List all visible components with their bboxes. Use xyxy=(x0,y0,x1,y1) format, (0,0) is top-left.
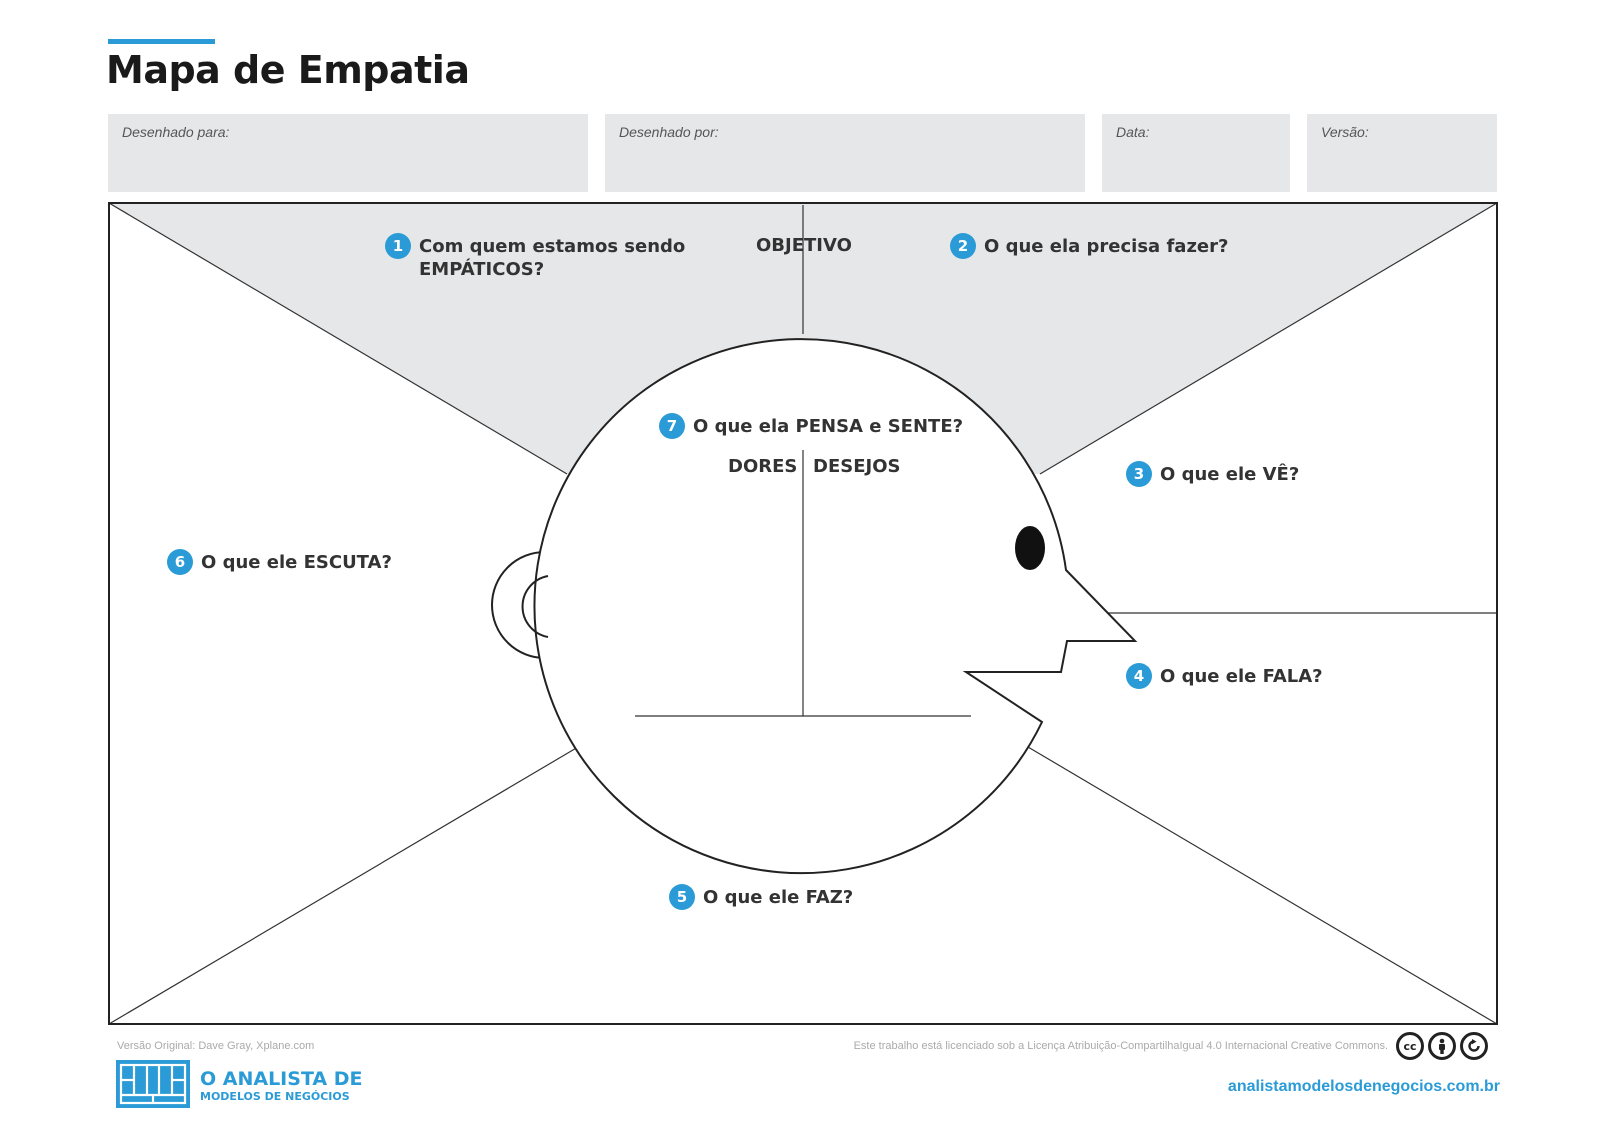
question-3-text: O que ele VÊ? xyxy=(1160,464,1300,485)
question-1: 1 Com quem estamos sendo EMPÁTICOS? xyxy=(385,233,686,281)
website-link[interactable]: analistamodelosdenegocios.com.br xyxy=(1227,1078,1500,1095)
page-title: Mapa de Empatia xyxy=(106,48,470,92)
badge-6: 6 xyxy=(167,549,193,575)
version-label: Versão: xyxy=(1321,124,1369,140)
desires-label: DESEJOS xyxy=(813,456,901,477)
cc-icon[interactable]: cc xyxy=(1396,1032,1424,1060)
question-4: 4 O que ele FALA? xyxy=(1126,663,1323,689)
question-2-text: O que ela precisa fazer? xyxy=(984,236,1229,257)
question-7-text: O que ela PENSA e SENTE? xyxy=(693,416,964,437)
diagonal-bottom-left xyxy=(108,746,579,1025)
question-1-line1: Com quem estamos sendo xyxy=(419,236,686,257)
badge-2: 2 xyxy=(950,233,976,259)
question-7: 7 O que ela PENSA e SENTE? xyxy=(659,413,964,439)
question-1-line2: EMPÁTICOS? xyxy=(419,259,545,280)
diagonal-top-right xyxy=(1039,202,1498,475)
head-outline xyxy=(533,338,1138,875)
question-2: 2 O que ela precisa fazer? xyxy=(950,233,1229,259)
diagonal-top-left xyxy=(108,202,568,475)
question-5: 5 O que ele FAZ? xyxy=(669,884,854,910)
designed-by-field[interactable]: Desenhado por: xyxy=(605,114,1085,192)
by-icon[interactable] xyxy=(1428,1032,1456,1060)
designed-by-label: Desenhado por: xyxy=(619,124,719,140)
badge-7: 7 xyxy=(659,413,685,439)
date-label: Data: xyxy=(1116,124,1150,140)
question-5-text: O que ele FAZ? xyxy=(703,887,854,908)
brand-logo-icon xyxy=(116,1060,190,1108)
brand-line1: O ANALISTA DE xyxy=(200,1068,363,1090)
map-frame xyxy=(108,202,1498,1025)
brand-name: O ANALISTA DE MODELOS DE NEGÓCIOS xyxy=(200,1068,363,1103)
question-4-text: O que ele FALA? xyxy=(1160,666,1323,687)
designed-for-field[interactable]: Desenhado para: xyxy=(108,114,588,192)
question-3: 3 O que ele VÊ? xyxy=(1126,461,1300,487)
designed-for-label: Desenhado para: xyxy=(122,124,230,140)
badge-1: 1 xyxy=(385,233,411,259)
objective-label: OBJETIVO xyxy=(756,235,852,256)
badge-3: 3 xyxy=(1126,461,1152,487)
original-credit: Versão Original: Dave Gray, Xplane.com xyxy=(117,1040,315,1052)
ear-inner xyxy=(521,575,549,638)
badge-5: 5 xyxy=(669,884,695,910)
version-field[interactable]: Versão: xyxy=(1307,114,1497,192)
diagonal-bottom-right xyxy=(1027,746,1498,1025)
question-6: 6 O que ele ESCUTA? xyxy=(167,549,392,575)
sa-icon[interactable] xyxy=(1460,1032,1488,1060)
license-text: Este trabalho está licenciado sob a Lice… xyxy=(853,1040,1388,1052)
badge-4: 4 xyxy=(1126,663,1152,689)
title-accent-bar xyxy=(108,39,215,44)
question-6-text: O que ele ESCUTA? xyxy=(201,552,392,573)
pains-label: DORES xyxy=(728,456,798,477)
eye xyxy=(1015,526,1045,570)
brand-line2: MODELOS DE NEGÓCIOS xyxy=(200,1090,350,1103)
date-field[interactable]: Data: xyxy=(1102,114,1290,192)
